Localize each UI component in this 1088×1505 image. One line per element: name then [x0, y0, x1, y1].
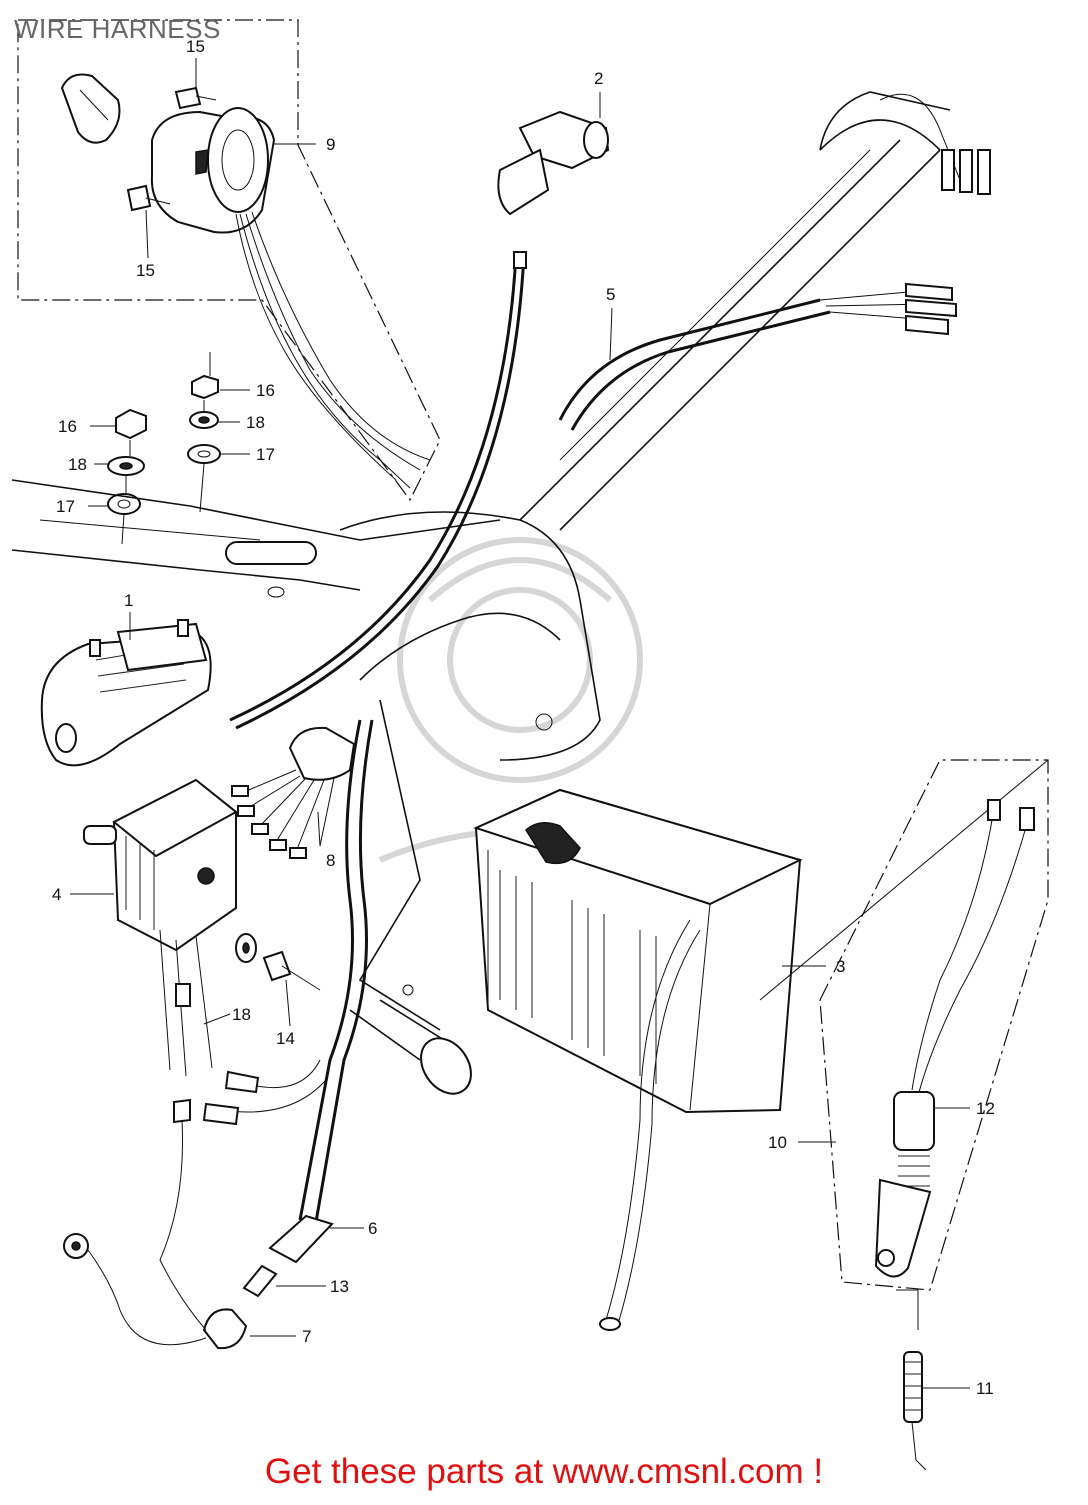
- rectifier-part-4: [83, 778, 238, 1077]
- battery-part-3: [473, 788, 803, 1331]
- callout-5: 5: [606, 285, 615, 304]
- nut-washer-stack-right: [187, 352, 221, 513]
- spark-plug-cap-part-2: [497, 110, 610, 216]
- connector-part-8: [231, 726, 356, 859]
- frame-lower-tube: [349, 999, 472, 1095]
- callout-12: 12: [976, 1099, 995, 1118]
- callout-18-right: 18: [246, 413, 265, 432]
- callout-labels: 15 15 9 2 5 1 4 8 3 16 16 18 18 17 17 18…: [52, 37, 995, 1398]
- callout-15-upper: 15: [186, 37, 205, 56]
- fuse-part-13: [242, 1264, 278, 1298]
- main-cable: [229, 251, 527, 730]
- callout-14: 14: [276, 1029, 295, 1048]
- callout-15-lower: 15: [136, 261, 155, 280]
- callout-10: 10: [768, 1133, 787, 1152]
- callout-18-left: 18: [68, 455, 87, 474]
- harness-lower-branch: [202, 719, 374, 1223]
- footer-promo-link[interactable]: Get these parts at www.cmsnl.com !: [264, 1452, 824, 1491]
- callout-17-left: 17: [56, 497, 75, 516]
- bolt-part-14: [262, 950, 321, 991]
- callout-13: 13: [330, 1277, 349, 1296]
- callout-6: 6: [368, 1219, 377, 1238]
- frame-backbone: [339, 91, 951, 1031]
- callout-8: 8: [326, 851, 335, 870]
- callout-11: 11: [976, 1379, 994, 1398]
- ignition-key-cap: [60, 73, 121, 144]
- callout-16-right: 16: [256, 381, 275, 400]
- fuse-cap-part-7: [63, 1098, 248, 1350]
- callout-leaders: [70, 58, 970, 1389]
- frame-plate: [11, 479, 501, 598]
- ignition-switch-inset-box: [17, 19, 441, 502]
- callout-7: 7: [302, 1327, 311, 1346]
- callout-1: 1: [124, 591, 133, 610]
- callout-2: 2: [594, 69, 603, 88]
- screw-part-15-lower: [126, 184, 171, 212]
- ignition-switch-part-9: [150, 107, 431, 489]
- callout-4: 4: [52, 885, 61, 904]
- callout-9: 9: [326, 135, 335, 154]
- wire-harness-part-5: [558, 93, 991, 431]
- callout-16-left: 16: [58, 417, 77, 436]
- nut-washer-stack-left: [107, 408, 147, 545]
- callout-18-lower: 18: [232, 1005, 251, 1024]
- ignition-coil-part-1: [40, 619, 212, 767]
- diagram-title: WIRE HARNESS: [14, 14, 221, 44]
- washer-part-18-lower: [235, 933, 257, 963]
- screw-part-15-upper: [174, 86, 217, 110]
- stop-switch-part-12: [874, 799, 1035, 1278]
- fuse-holder-part-6: [268, 1214, 334, 1264]
- callout-17-right: 17: [256, 445, 275, 464]
- callout-3: 3: [836, 957, 845, 976]
- spring-part-11: [896, 1289, 927, 1471]
